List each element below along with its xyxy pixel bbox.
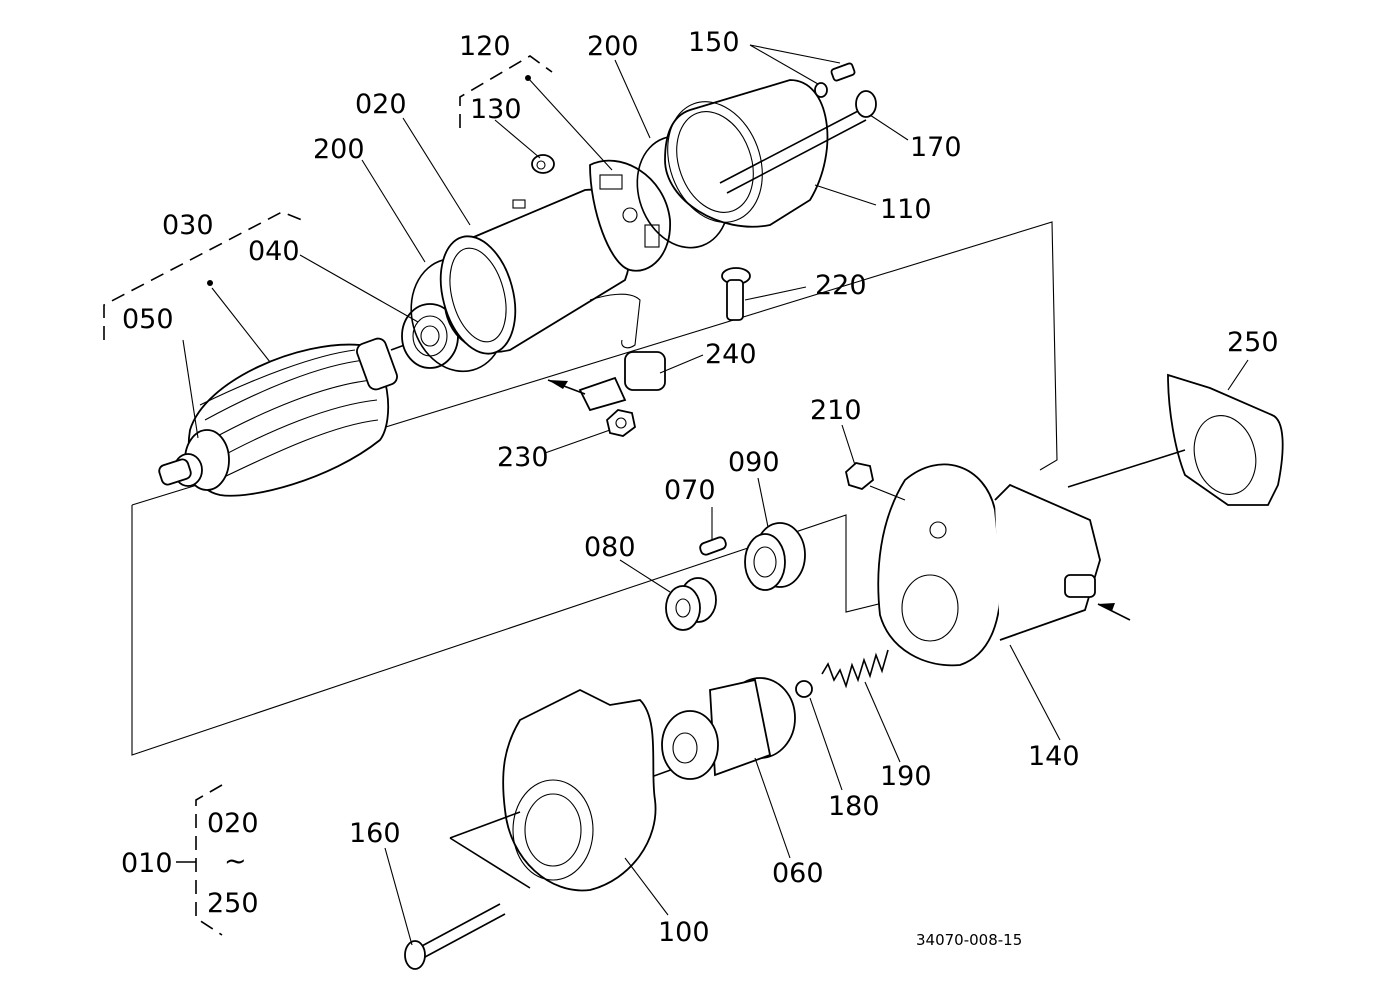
label-190: 190 — [880, 761, 932, 792]
assembly-to: 250 — [207, 888, 259, 919]
switch-140 — [877, 463, 1131, 667]
bolt-160 — [404, 903, 506, 970]
label-050: 050 — [122, 304, 174, 335]
nut-230 — [606, 409, 637, 437]
label-200-top: 200 — [587, 31, 639, 62]
label-120: 120 — [459, 31, 511, 62]
label-230: 230 — [497, 442, 549, 473]
label-160: 160 — [349, 818, 401, 849]
armature-050 — [158, 337, 411, 497]
label-170: 170 — [910, 132, 962, 163]
label-140: 140 — [1028, 741, 1080, 772]
assembly-from: 020 — [207, 808, 259, 839]
callout-dots — [207, 75, 531, 286]
label-130: 130 — [470, 94, 522, 125]
label-090: 090 — [728, 447, 780, 478]
screw-150 — [814, 62, 856, 98]
label-070: 070 — [664, 475, 716, 506]
sleeve-080 — [665, 577, 717, 631]
bracket-030 — [103, 211, 308, 340]
label-150: 150 — [688, 27, 740, 58]
gear-090 — [744, 522, 806, 591]
label-100: 100 — [658, 917, 710, 948]
grommet-130 — [531, 154, 555, 174]
assembly-tilde: ~ — [224, 846, 247, 877]
label-200-left: 200 — [313, 134, 365, 165]
label-250: 250 — [1227, 327, 1279, 358]
housing-100 — [449, 688, 657, 892]
label-210: 210 — [810, 395, 862, 426]
assembly-bracket-010: 010 020 ~ 250 — [121, 784, 259, 936]
label-240: 240 — [705, 339, 757, 370]
label-060: 060 — [772, 858, 824, 889]
nut-210 — [845, 462, 874, 491]
ball-180 — [795, 680, 813, 698]
label-030: 030 — [162, 210, 214, 241]
through-bolt-170 — [719, 90, 877, 194]
clutch-060 — [661, 677, 796, 780]
terminal-240 — [547, 376, 627, 412]
figure-code: 34070-008-15 — [916, 931, 1022, 949]
bolt-220 — [721, 267, 751, 321]
gasket-250 — [1067, 373, 1284, 506]
assembly-outline — [131, 221, 1058, 756]
assembly-label: 010 — [121, 848, 173, 879]
pin-070 — [699, 536, 727, 556]
bracket-120 — [459, 55, 553, 128]
part-labels: 120 200 150 020 130 170 200 110 030 040 … — [122, 27, 1279, 948]
label-080: 080 — [584, 532, 636, 563]
label-180: 180 — [828, 791, 880, 822]
label-110: 110 — [880, 194, 932, 225]
label-040: 040 — [248, 236, 300, 267]
label-020: 020 — [355, 89, 407, 120]
label-220: 220 — [815, 270, 867, 301]
leader-lines — [182, 44, 1249, 946]
rear-cover-110 — [664, 79, 829, 228]
